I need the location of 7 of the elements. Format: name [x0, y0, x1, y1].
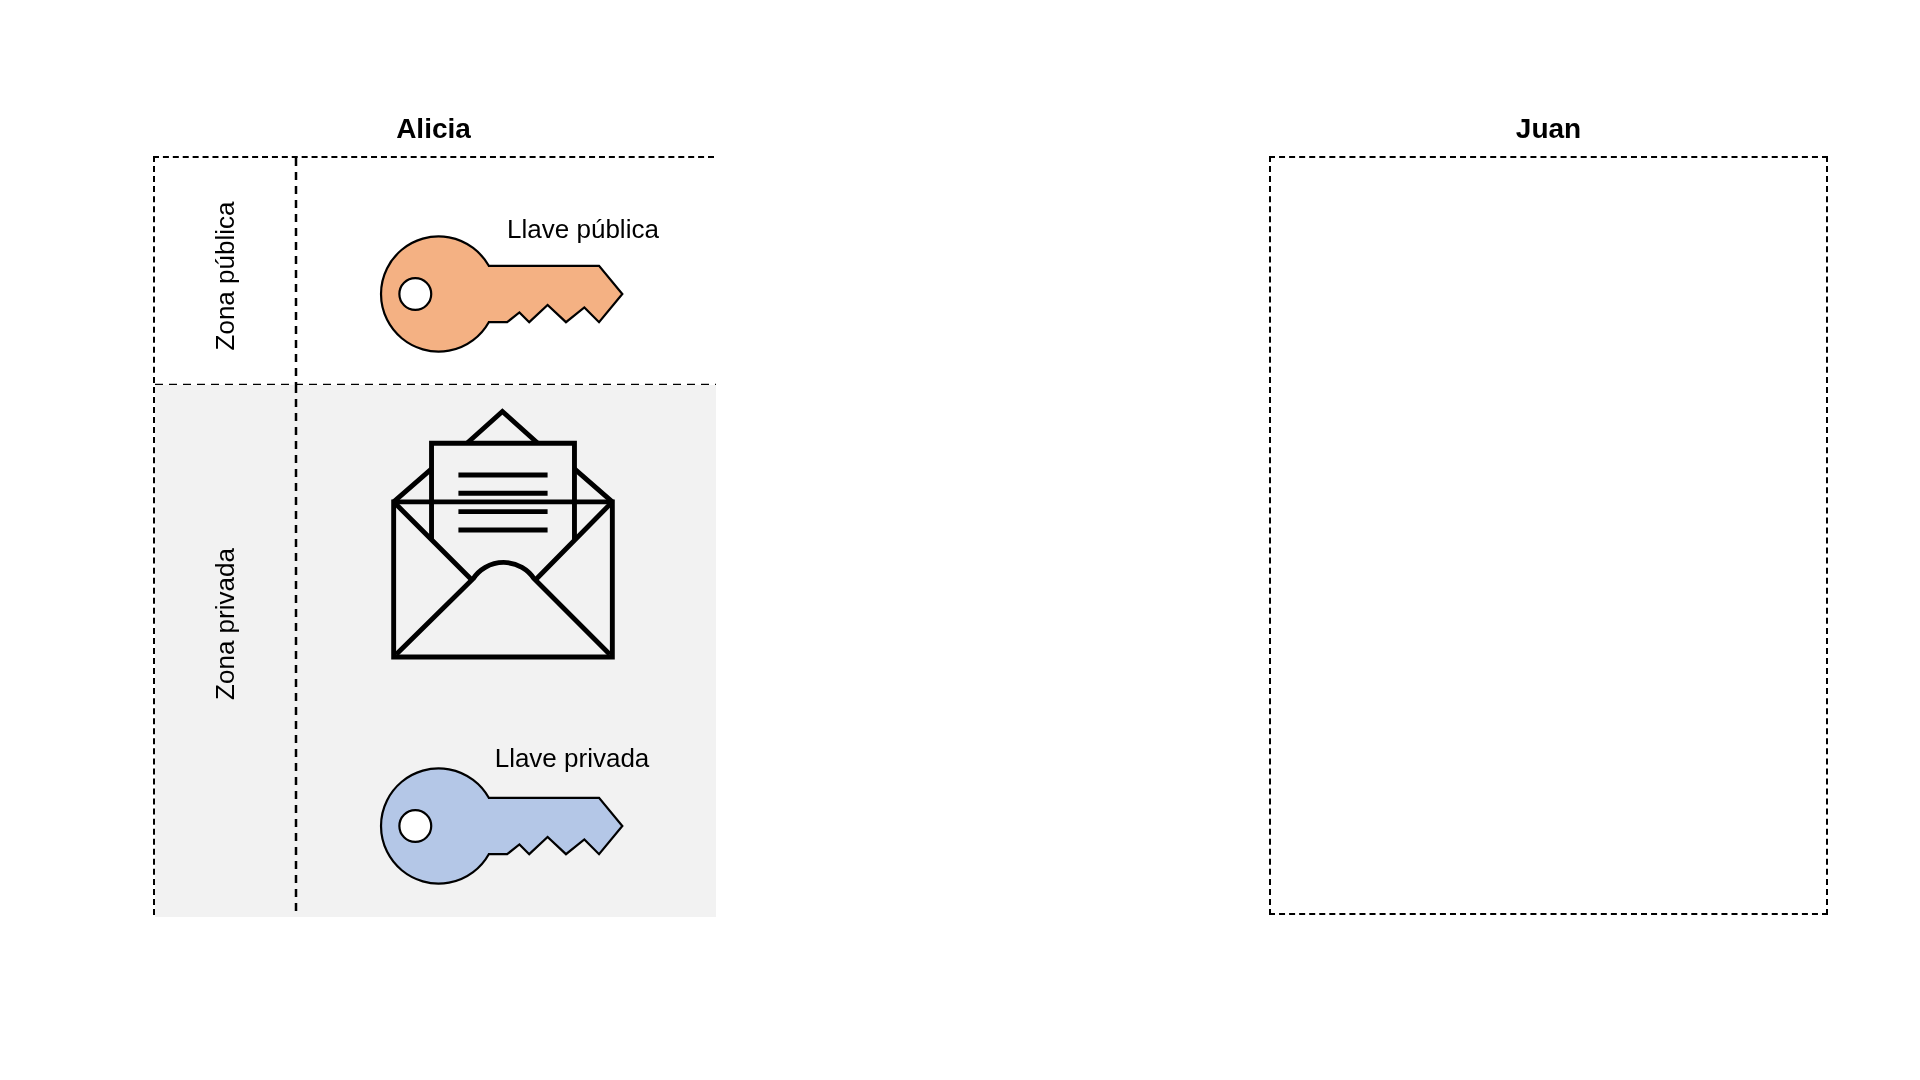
zone-row [155, 385, 716, 917]
key-label: Llave privada [494, 743, 650, 774]
person-name: Juan [1515, 113, 1582, 145]
zone-label: Zona privada [209, 548, 241, 701]
person-name: Alicia [396, 113, 471, 145]
zone-label: Zona pública [209, 201, 241, 351]
key-label: Llave pública [507, 214, 659, 245]
